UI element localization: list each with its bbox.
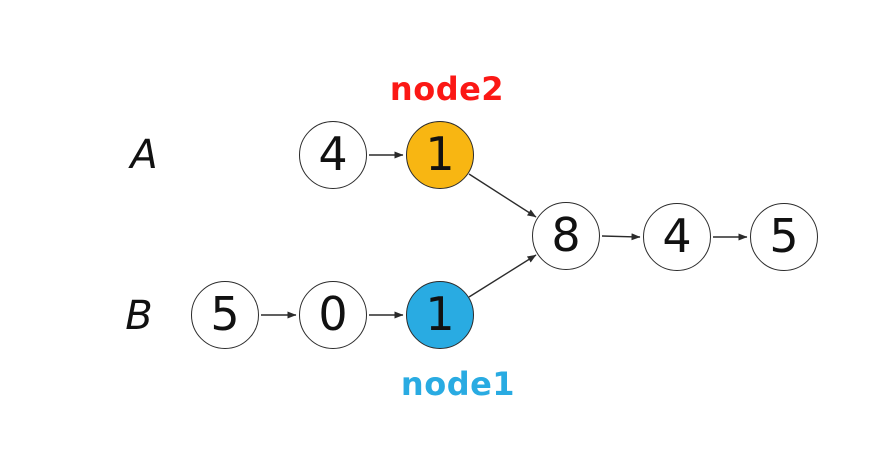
node-value: 4 <box>318 127 348 181</box>
list-b-label: B <box>125 293 153 339</box>
list-b-node-1-node1: 1 <box>406 281 474 349</box>
node1-annotation: node1 <box>400 365 516 403</box>
shared-node-8: 8 <box>532 202 600 270</box>
list-b-node-5: 5 <box>191 281 259 349</box>
node-value: 1 <box>425 287 455 341</box>
node-value: 0 <box>318 287 348 341</box>
node-value: 8 <box>551 208 581 262</box>
arrow-b1-to-8 <box>468 254 537 298</box>
list-a-node-4: 4 <box>299 121 367 189</box>
node2-annotation: node2 <box>389 70 505 108</box>
node-value: 1 <box>425 127 455 181</box>
shared-node-5: 5 <box>750 203 818 271</box>
list-a-label: A <box>130 132 158 178</box>
node-value: 5 <box>210 287 240 341</box>
arrow-a1-to-8 <box>468 173 537 218</box>
list-a-node-1-node2: 1 <box>406 121 474 189</box>
node-value: 5 <box>769 209 799 263</box>
shared-node-4: 4 <box>643 203 711 271</box>
arrow-8-to-4 <box>601 233 641 241</box>
list-b-node-0: 0 <box>299 281 367 349</box>
node-value: 4 <box>662 209 692 263</box>
